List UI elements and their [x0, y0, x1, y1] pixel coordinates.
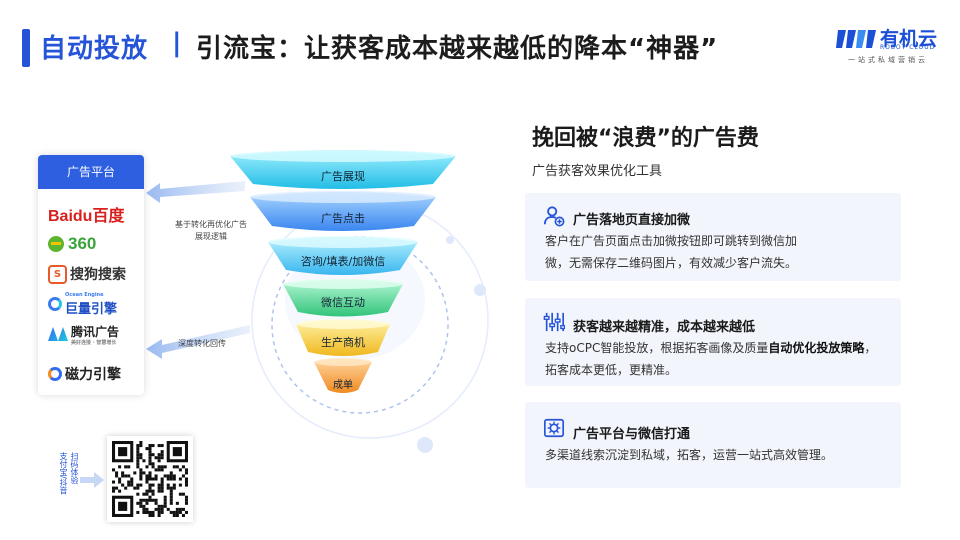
funnel-stage-3 [268, 236, 418, 275]
gear-settings-icon [544, 418, 564, 438]
logo-tagline: 一站式私域营销云 [848, 56, 928, 64]
funnel-label-6: 成单 [333, 380, 353, 391]
upper-arrow-icon [146, 181, 245, 203]
qr-arrow-icon [80, 472, 104, 488]
funnel-label-4: 微信互动 [321, 296, 365, 309]
lower-arrow-label: 深度转化回传 [178, 339, 226, 348]
brand-tencent-ads-label: 腾讯广告 [71, 324, 120, 339]
feature-card-3-title: 广告平台与微信打通 [573, 427, 691, 442]
feature-card-3-text: 多渠道线索沉淀到私域，拓客，运营一站式高效管理。 [545, 448, 834, 462]
brand-sogou-label: 搜狗搜索 [70, 267, 126, 283]
ad-platform-card [38, 155, 144, 395]
user-add-icon [543, 206, 565, 227]
qr-caption-line-2: 扫码体验 [70, 452, 79, 484]
brand-tencent-ads: 腾讯广告 美好连接 · 智慧增长 [48, 322, 138, 346]
qr-caption: 支付宝/抖音 扫码体验 [58, 452, 79, 512]
title-separator: | [172, 28, 182, 58]
funnel-label-3: 咨询/填表/加微信 [300, 255, 386, 268]
magnetic-engine-logo-icon [48, 367, 62, 381]
robot-cloud-logo-icon [836, 30, 876, 48]
brand-baidu-label: Baidu百度 [48, 208, 125, 225]
brand-sogou: S 搜狗搜索 [48, 262, 138, 286]
feedback-arrows [146, 181, 250, 359]
funnel-stage-6 [314, 358, 372, 393]
logo-name: 有机云 [880, 28, 938, 50]
brand-magnetic-engine: 磁力引擎 [48, 362, 138, 386]
funnel-stage-1 [230, 150, 456, 189]
funnel-label-5: 生产商机 [321, 336, 365, 349]
title-accent-bar [22, 29, 30, 67]
feature-card-2: 获客越来越精准，成本越来越低 支持oCPC智能投放，根据拓客画像及质量自动优化投… [525, 298, 901, 386]
page-title-sub: 引流宝：让获客成本越来越低的降本“神器” [196, 34, 719, 64]
brand-magnetic-engine-label: 磁力引擎 [65, 367, 121, 383]
qr-code-icon [112, 441, 188, 517]
sliders-icon [543, 312, 565, 332]
feature-card-3: 广告平台与微信打通 多渠道线索沉淀到私域，拓客，运营一站式高效管理。 [525, 402, 901, 488]
brand-360-label: 360 [68, 234, 97, 253]
section-title: 挽回被“浪费”的广告费 [532, 126, 759, 151]
funnel-stage-4 [283, 279, 403, 317]
upper-arrow-label: 基于转化再优化广告 展现逻辑 [175, 220, 247, 241]
funnel-stage-5 [296, 319, 390, 356]
brand-baidu: Baidu百度 [48, 202, 138, 226]
sogou-logo-icon: S [48, 264, 67, 284]
brand-tencent-ads-small: 美好连接 · 智慧增长 [71, 339, 117, 346]
funnel-label-1: 广告展现 [321, 170, 365, 183]
conversion-funnel [230, 150, 456, 393]
feature-card-2-text: 支持oCPC智能投放，根据拓客画像及质量自动优化投放策略， 拓客成本更低，更精准… [545, 341, 877, 377]
funnel-stage-2 [250, 191, 436, 231]
brand-ocean-engine: Ocean Engine 巨量引擎 [48, 291, 138, 317]
brand-ocean-engine-small: Ocean Engine [65, 291, 104, 298]
feature-card-1: 广告落地页直接加微 客户在广告页面点击加微按钮即可跳转到微信加 微，无需保存二维… [525, 193, 901, 281]
360-logo-icon [48, 236, 64, 252]
qr-caption-line-1: 支付宝/抖音 [59, 452, 68, 495]
feature-card-1-text: 客户在广告页面点击加微按钮即可跳转到微信加 微，无需保存二维码图片，有效减少客户… [545, 234, 798, 270]
page-title-main: 自动投放 [40, 34, 149, 64]
brand-360: 360 [48, 232, 138, 256]
ad-platform-card-title: 广告平台 [38, 155, 144, 189]
logo-english: ROBOT CLOUD [880, 44, 936, 51]
feature-card-1-title: 广告落地页直接加微 [573, 213, 691, 228]
funnel-label-2: 广告点击 [321, 212, 365, 225]
tencent-ads-logo-icon [48, 327, 68, 341]
lower-arrow-icon [146, 325, 250, 359]
ocean-engine-logo-icon [48, 297, 62, 311]
feature-card-2-title: 获客越来越精准，成本越来越低 [573, 320, 756, 335]
section-subtitle: 广告获客效果优化工具 [532, 164, 663, 179]
brand-ocean-engine-label: 巨量引擎 [65, 301, 118, 317]
